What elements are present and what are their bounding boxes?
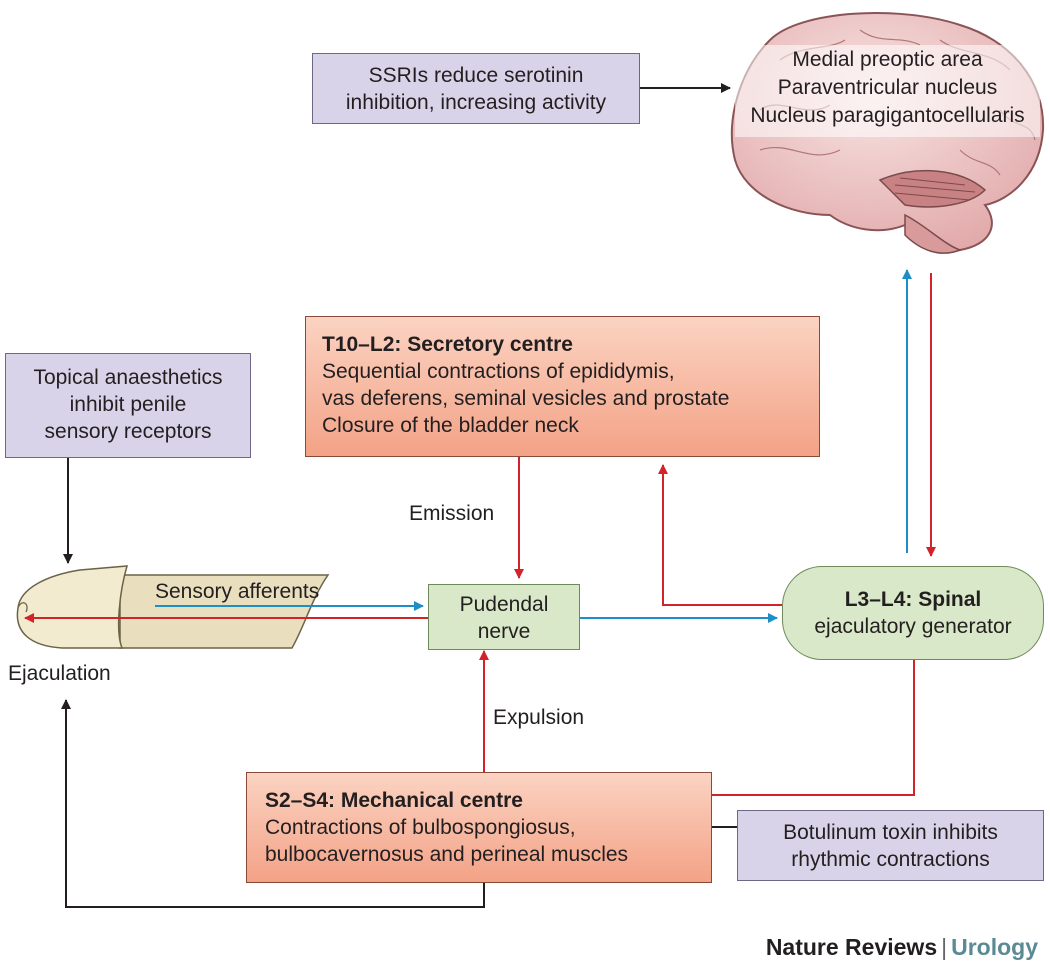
secretory-centre-box: T10–L2: Secretory centre Sequential cont… [305,316,820,457]
mechanical-title: S2–S4: Mechanical centre [265,789,523,812]
botulinum-line-1: Botulinum toxin inhibits [783,821,998,844]
expulsion-label: Expulsion [493,706,585,729]
mechanical-line-1: Contractions of bulbospongiosus, [265,816,576,839]
pudendal-nerve-box: Pudendal nerve [428,584,580,650]
ejaculation-label: Ejaculation [8,662,111,685]
mechanical-centre-box: S2–S4: Mechanical centre Contractions of… [246,772,712,883]
arrow-spinal-to-mechanical [644,660,915,800]
botulinum-box: Botulinum toxin inhibits rhythmic contra… [737,810,1044,881]
emission-label: Emission [409,502,495,525]
secretory-line-3: Closure of the bladder neck [322,414,579,437]
ssri-line-2: inhibition, increasing activity [345,91,607,114]
topical-line-2: inhibit penile [69,393,187,416]
pudendal-line-2: nerve [477,620,531,643]
topical-line-3: sensory receptors [44,420,212,443]
mechanical-line-2: bulbocavernosus and perineal muscles [265,843,629,866]
brain-region-3: Nucleus paragigantocellularis [750,104,1025,127]
brain-regions-label: Medial preoptic area Paraventricular nuc… [735,46,1040,130]
secretory-line-2: vas deferens, seminal vesicles and prost… [322,387,730,410]
journal-name: Nature Reviews [765,934,938,960]
ssri-line-1: SSRIs reduce serotinin [368,64,584,87]
secretory-line-1: Sequential contractions of epididymis, [322,360,675,383]
penis-illustration [16,565,330,649]
sensory-afferents-label: Sensory afferents [155,580,320,603]
botulinum-line-2: rhythmic contractions [791,848,990,871]
topical-line-1: Topical anaesthetics [33,366,223,389]
brain-illustration [731,12,1045,254]
spinal-line-1: ejaculatory generator [814,615,1012,638]
spinal-generator-box: L3–L4: Spinal ejaculatory generator [782,566,1044,660]
journal-credit: Nature Reviews|Urology [766,934,1038,961]
journal-separator: | [941,934,948,960]
arrow-mechanical-to-ejaculation [61,699,485,908]
journal-section: Urology [951,934,1038,960]
pudendal-line-1: Pudendal [459,593,549,616]
secretory-title: T10–L2: Secretory centre [322,333,573,356]
topical-anaesthetics-box: Topical anaesthetics inhibit penile sens… [5,353,251,458]
brain-region-1: Medial preoptic area [792,48,983,71]
brain-region-2: Paraventricular nucleus [777,76,998,99]
ssri-box: SSRIs reduce serotinin inhibition, incre… [312,53,640,124]
arrow-spinal-to-secretory [658,464,782,606]
spinal-title: L3–L4: Spinal [844,588,982,611]
